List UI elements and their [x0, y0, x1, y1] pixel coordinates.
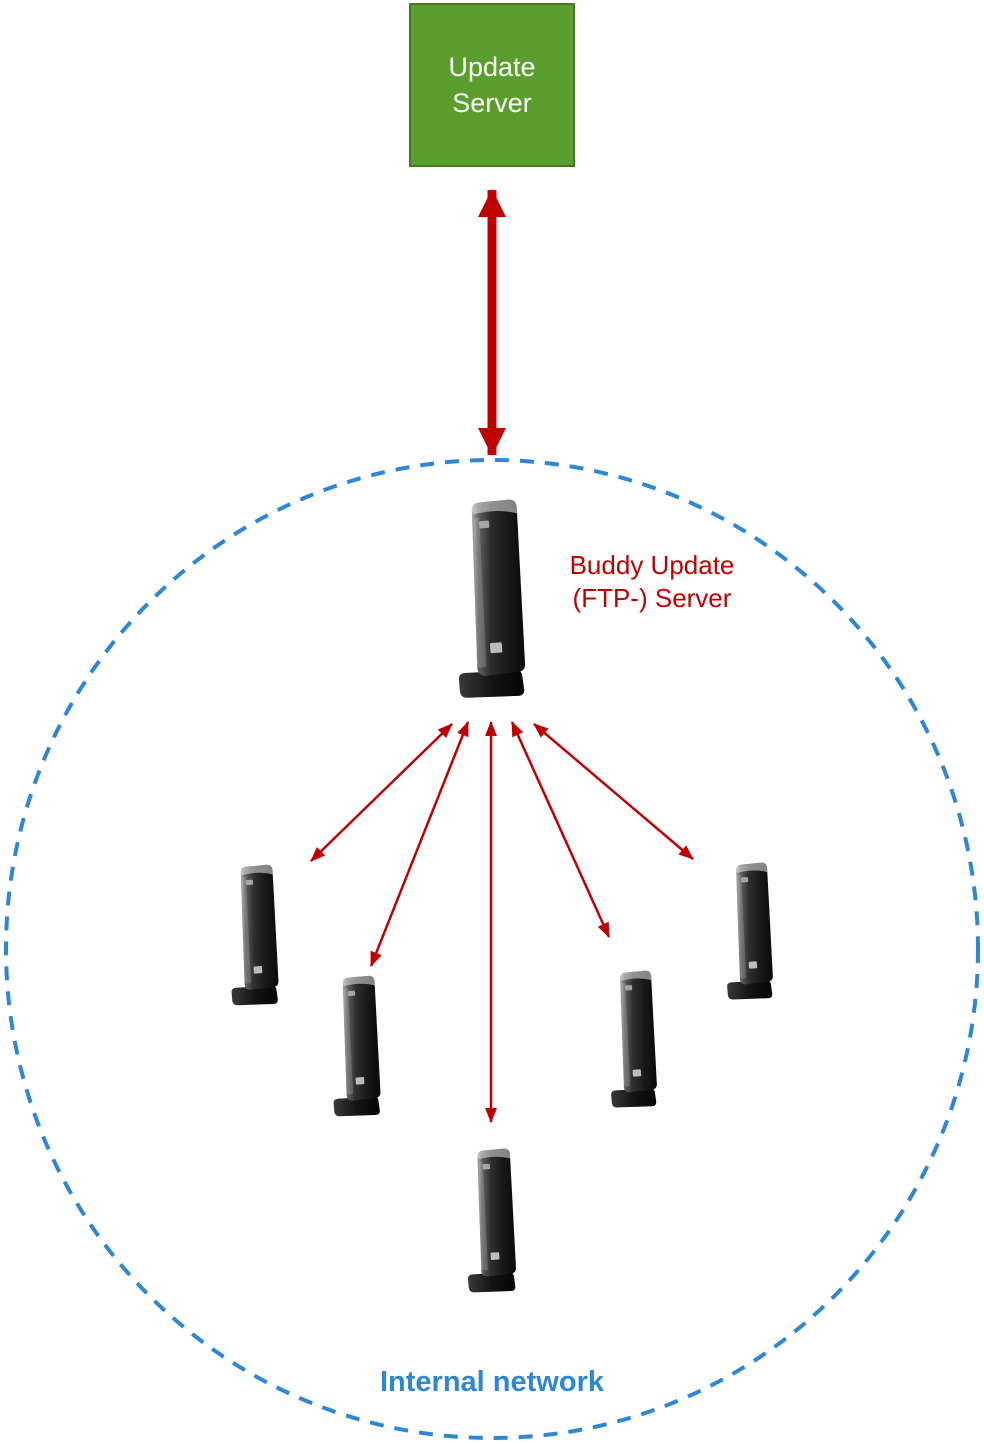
client-device-midright-icon	[611, 970, 657, 1108]
client-device-right-icon	[727, 862, 773, 1000]
buddy-server-device-icon	[458, 499, 526, 698]
buddy-server-label-line2: (FTP-) Server	[572, 583, 732, 613]
client-device-bottom-icon	[467, 1148, 517, 1293]
arrow-buddy-to-client-midright	[510, 721, 611, 938]
internal-network-label: Internal network	[380, 1366, 604, 1398]
client-device-left-icon	[231, 864, 279, 1006]
client-device-midleft-icon	[333, 975, 381, 1117]
update-server-label-line2: Server	[452, 88, 532, 118]
buddy-server-label-line1: Buddy Update	[569, 550, 735, 580]
arrow-buddy-to-client-midleft	[369, 721, 470, 967]
update-server-node: Update Server	[409, 3, 575, 167]
buddy-server-label: Buddy Update (FTP-) Server	[545, 549, 759, 615]
arrow-buddy-to-client-left	[310, 723, 453, 862]
arrow-buddy-to-client-right	[533, 723, 694, 860]
update-server-label-line1: Update	[448, 52, 536, 82]
